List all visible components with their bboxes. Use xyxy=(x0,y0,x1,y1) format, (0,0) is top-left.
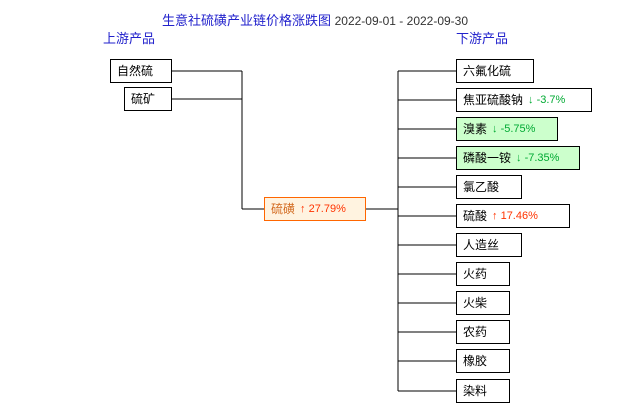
downstream-column-header: 下游产品 xyxy=(456,31,509,46)
downstream-node-8[interactable]: 火柴 xyxy=(456,291,510,315)
downstream-node-4[interactable]: 氯乙酸 xyxy=(456,175,522,199)
downstream-node-2-change: ↓ -5.75% xyxy=(492,123,536,135)
downstream-node-7-label: 火药 xyxy=(463,267,488,281)
upstream-node-0[interactable]: 自然硫 xyxy=(110,59,172,83)
downstream-node-10-label: 橡胶 xyxy=(463,354,488,368)
downstream-node-9[interactable]: 农药 xyxy=(456,320,510,344)
upstream-node-1-label: 硫矿 xyxy=(131,92,156,106)
upstream-column-header: 上游产品 xyxy=(103,31,156,46)
upstream-node-0-label: 自然硫 xyxy=(117,64,154,78)
center-node-change: ↑ 27.79% xyxy=(300,203,346,215)
downstream-node-1[interactable]: 焦亚硫酸钠 ↓ -3.7% xyxy=(456,88,592,112)
chart-title-main: 生意社硫磺产业链价格涨跌图 xyxy=(161,13,331,28)
chart-title: 生意社硫磺产业链价格涨跌图 2022-09-01 - 2022-09-30 xyxy=(0,10,630,29)
downstream-node-6-label: 人造丝 xyxy=(463,238,500,252)
downstream-node-0[interactable]: 六氟化硫 xyxy=(456,59,534,83)
downstream-node-2[interactable]: 溴素 ↓ -5.75% xyxy=(456,117,558,141)
downstream-node-1-change: ↓ -3.7% xyxy=(528,94,566,106)
downstream-node-5-label: 硫酸 xyxy=(463,209,488,223)
downstream-node-8-label: 火柴 xyxy=(463,296,488,310)
upstream-node-1[interactable]: 硫矿 xyxy=(124,87,172,111)
downstream-node-9-label: 农药 xyxy=(463,325,488,339)
downstream-node-0-label: 六氟化硫 xyxy=(463,64,512,78)
downstream-node-2-label: 溴素 xyxy=(463,122,488,136)
chart-date-range: 2022-09-01 - 2022-09-30 xyxy=(334,14,469,28)
downstream-node-3-change: ↓ -7.35% xyxy=(516,152,560,164)
center-node-label: 硫磺 xyxy=(271,202,296,216)
downstream-node-11-label: 染料 xyxy=(463,384,488,398)
downstream-node-3[interactable]: 磷酸一铵 ↓ -7.35% xyxy=(456,146,580,170)
downstream-node-11[interactable]: 染料 xyxy=(456,379,510,403)
downstream-node-3-label: 磷酸一铵 xyxy=(463,151,512,165)
center-node-sulfur[interactable]: 硫磺 ↑ 27.79% xyxy=(264,197,366,221)
downstream-node-5-change: ↑ 17.46% xyxy=(492,210,538,222)
downstream-node-10[interactable]: 橡胶 xyxy=(456,349,510,373)
downstream-node-6[interactable]: 人造丝 xyxy=(456,233,522,257)
downstream-node-7[interactable]: 火药 xyxy=(456,262,510,286)
downstream-node-4-label: 氯乙酸 xyxy=(463,180,500,194)
downstream-node-5[interactable]: 硫酸 ↑ 17.46% xyxy=(456,204,570,228)
downstream-node-1-label: 焦亚硫酸钠 xyxy=(463,93,524,107)
